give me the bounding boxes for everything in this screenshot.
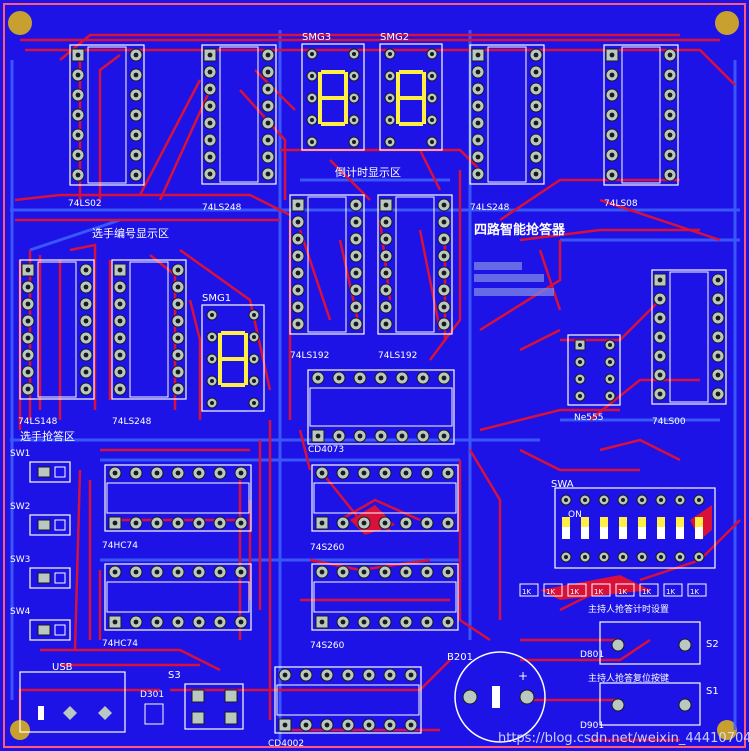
resistor: 1K	[687, 583, 707, 597]
blue-trace-layer	[10, 30, 740, 740]
resistor: 1K	[567, 583, 587, 597]
countdown-area-label: 倒计时显示区	[335, 166, 401, 179]
ic-label: 74HC74	[102, 541, 138, 551]
host-countdown-label: 主持人抢答计时设置	[588, 603, 669, 615]
ic-label: 74S260	[310, 641, 345, 651]
ic-74ls00: 74LS00	[651, 269, 727, 427]
svg-text:+: +	[518, 669, 528, 683]
ic-label: 74LS148	[18, 417, 58, 427]
ic-74ls248: 74LS248	[111, 259, 187, 427]
seven-segment-smg1: SMG1	[201, 293, 265, 412]
swa-dip-switch: SWA ON	[551, 479, 716, 569]
s3-label: S3	[168, 670, 181, 681]
switch-sw3: SW3	[10, 555, 71, 589]
ic-label: 74LS192	[290, 351, 329, 361]
switch-sw4: SW4	[10, 607, 71, 641]
ic-cd4002: CD4002	[268, 666, 422, 749]
resistor: 1K	[519, 583, 539, 597]
ic-label: 74LS248	[112, 417, 152, 427]
ic-label: CD4002	[268, 739, 304, 749]
ic-label: 74S260	[310, 543, 345, 553]
ic-74ls248: 74LS248	[469, 44, 545, 213]
seven-segment-smg3: SMG3	[301, 32, 365, 151]
ic-label: 74LS192	[378, 351, 417, 361]
silkscreen-labels: 倒计时显示区 选手编号显示区 四路智能抢答器 选手抢答区 主持人抢答计时设置 主…	[20, 166, 669, 684]
ic-74ls192: 74LS192	[289, 194, 365, 361]
board-outline	[3, 3, 746, 748]
ic-74ls02: 74LS02	[68, 44, 145, 209]
resistor: 1K	[639, 583, 659, 597]
d901-label: D901	[580, 721, 604, 731]
buzzer-b201: + B201	[447, 651, 546, 743]
resistor-row: 1K 1K 1K 1K 1K 1K 1K 1K	[519, 583, 707, 597]
ic-74s260: 74S260	[310, 464, 459, 553]
resistor: 1K	[615, 583, 635, 597]
switch-label: SW1	[10, 449, 30, 459]
switch-label: SW4	[10, 607, 31, 617]
resistor-label: 1K	[522, 588, 531, 596]
ic-74hc74: 74HC74	[102, 464, 252, 551]
resistor-label: 1K	[594, 588, 603, 596]
resistor-label: 1K	[690, 588, 699, 596]
switch-label: SW3	[10, 555, 30, 565]
seven-segment-smg2: SMG2	[379, 32, 443, 151]
watermark: https://blog.csdn.net/weixin_44410704	[498, 731, 749, 746]
resistor-label: 1K	[570, 588, 579, 596]
resistor-label: 1K	[618, 588, 627, 596]
ic-74s260: 74S260	[310, 563, 459, 651]
swa-label: SWA	[551, 479, 574, 490]
ic-74ls148: 74LS148	[18, 259, 95, 427]
board-title: 四路智能抢答器	[474, 222, 566, 238]
swa-on-label: ON	[568, 510, 582, 520]
power-input: USB D301 S3	[19, 662, 244, 733]
ic-74ls248: 74LS248	[201, 44, 277, 213]
ic-74ls192: 74LS192	[377, 194, 453, 361]
player-number-area-label: 选手编号显示区	[92, 226, 169, 240]
host-switches: S2 S1 D801 D901	[580, 621, 719, 731]
display-label: SMG1	[202, 293, 231, 304]
ic-footprints: 74LS02 74LS248 74LS248 74LS08 74LS148 74LS248…	[18, 44, 727, 749]
b201-label: B201	[447, 652, 473, 663]
ic-cd4073: CD4073	[307, 369, 455, 455]
display-label: SMG2	[380, 32, 409, 43]
ic-label: 74LS00	[652, 417, 686, 427]
ic-label: CD4073	[308, 445, 344, 455]
switch-label: SW2	[10, 502, 30, 512]
d801-label: D801	[580, 650, 604, 660]
switch-sw2: SW2	[10, 502, 71, 536]
resistor-label: 1K	[666, 588, 675, 596]
ic-74hc74: 74HC74	[102, 563, 252, 649]
ic-74ls08: 74LS08	[603, 44, 679, 209]
host-reset-label: 主持人抢答复位按键	[588, 672, 669, 684]
resistor-label: 1K	[642, 588, 651, 596]
resistor: 1K	[543, 583, 563, 597]
ic-label: 74LS08	[604, 199, 638, 209]
resistor-label: 1K	[546, 588, 555, 596]
display-label: SMG3	[302, 32, 331, 43]
ic-label: 74LS248	[470, 203, 510, 213]
ne555-footprint: Ne555	[567, 334, 621, 423]
resistor: 1K	[663, 583, 683, 597]
ic-label: 74LS248	[202, 203, 242, 213]
d301-label: D301	[140, 690, 164, 700]
blurred-logo	[474, 262, 554, 296]
s1-label: S1	[706, 686, 719, 697]
usb-label: USB	[52, 662, 73, 673]
mounting-holes	[8, 11, 739, 740]
resistor: 1K	[591, 583, 611, 597]
player-buzz-area-label: 选手抢答区	[20, 429, 75, 443]
switch-sw1: SW1	[10, 449, 71, 483]
s2-label: S2	[706, 639, 719, 650]
ic-label: 74LS02	[68, 199, 102, 209]
ne555-label: Ne555	[574, 413, 603, 423]
ic-label: 74HC74	[102, 639, 138, 649]
